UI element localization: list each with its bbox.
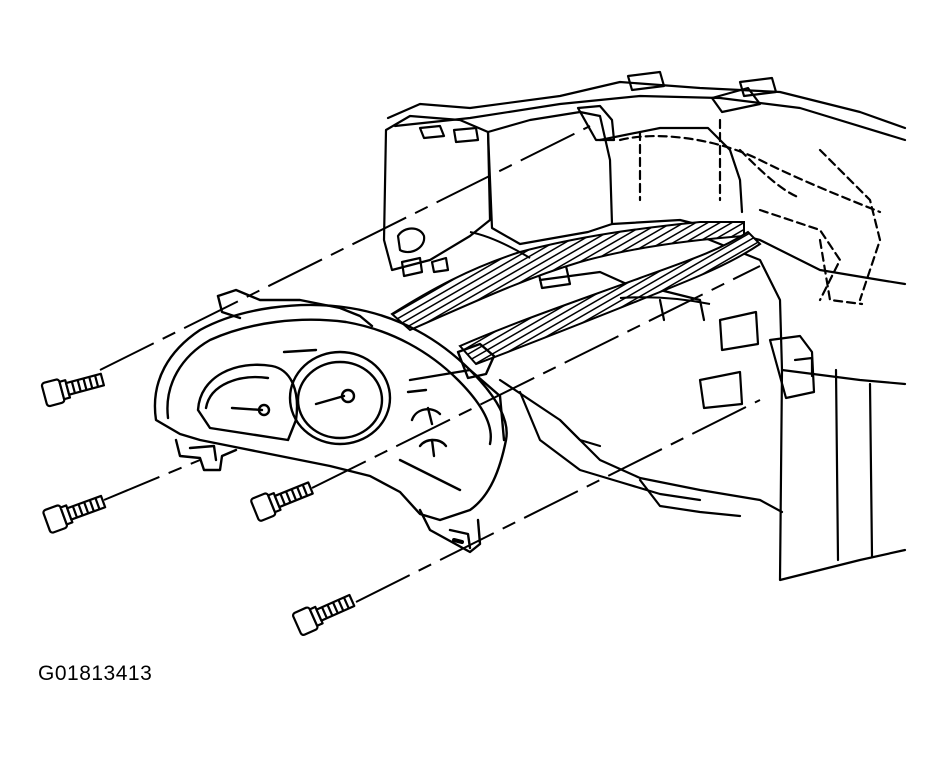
bolt-lower-left bbox=[43, 490, 108, 533]
bolt-upper-left bbox=[41, 368, 105, 407]
center-line-center bbox=[312, 266, 760, 488]
tachometer-gauge bbox=[198, 365, 297, 440]
instrument-cluster bbox=[155, 290, 507, 552]
figure-id-label: G01813413 bbox=[38, 662, 153, 685]
dashboard-structure bbox=[384, 72, 905, 580]
bolt-center bbox=[250, 477, 315, 522]
speedometer-gauge bbox=[290, 352, 390, 444]
center-line-upper-left bbox=[100, 126, 590, 370]
bolt-bottom bbox=[292, 590, 357, 636]
center-line-lower-left bbox=[104, 460, 200, 500]
mounting-bolts bbox=[41, 368, 356, 636]
wiring-harness bbox=[392, 222, 760, 364]
center-line-bottom bbox=[356, 400, 760, 602]
assembly-center-lines bbox=[100, 126, 760, 602]
